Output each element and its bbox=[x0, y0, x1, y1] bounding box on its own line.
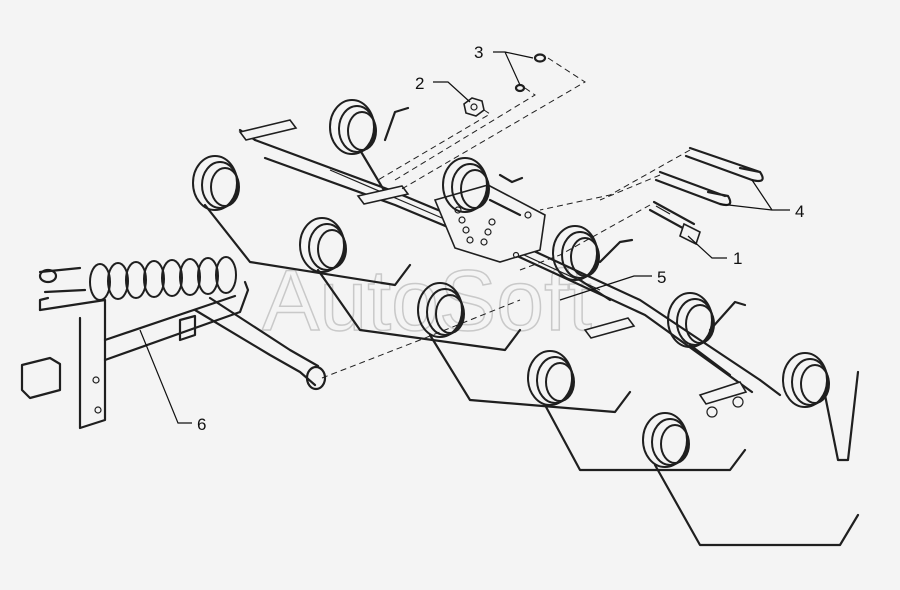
tine-coil bbox=[442, 157, 490, 213]
clamp-bars bbox=[238, 119, 748, 418]
callout-6: 6 bbox=[197, 415, 206, 434]
tine-wires bbox=[203, 106, 860, 547]
callout-1: 1 bbox=[733, 249, 742, 268]
tine-coil bbox=[552, 225, 600, 281]
tine-coil bbox=[192, 155, 240, 211]
tine-coil bbox=[417, 282, 465, 338]
bolt bbox=[648, 200, 701, 246]
retaining-pins bbox=[654, 146, 764, 207]
tine-coil bbox=[667, 292, 715, 348]
leader-lines bbox=[139, 51, 790, 424]
callout-4: 4 bbox=[795, 202, 804, 221]
tine-coil bbox=[329, 99, 377, 155]
tine-coil bbox=[299, 217, 347, 273]
mounting-plate bbox=[433, 184, 546, 263]
callout-5: 5 bbox=[657, 268, 666, 287]
callout-2: 2 bbox=[415, 74, 424, 93]
hex-nut bbox=[463, 97, 485, 117]
tine-coil bbox=[642, 412, 690, 468]
tine-coil bbox=[527, 350, 575, 406]
spring-assembly bbox=[38, 256, 237, 301]
support-frame bbox=[20, 280, 327, 430]
watermark: AutoSoft bbox=[262, 253, 592, 349]
washers bbox=[514, 53, 547, 93]
tine-coil bbox=[782, 352, 830, 408]
callout-3: 3 bbox=[474, 43, 483, 62]
assembly-guide-lines bbox=[321, 57, 691, 379]
